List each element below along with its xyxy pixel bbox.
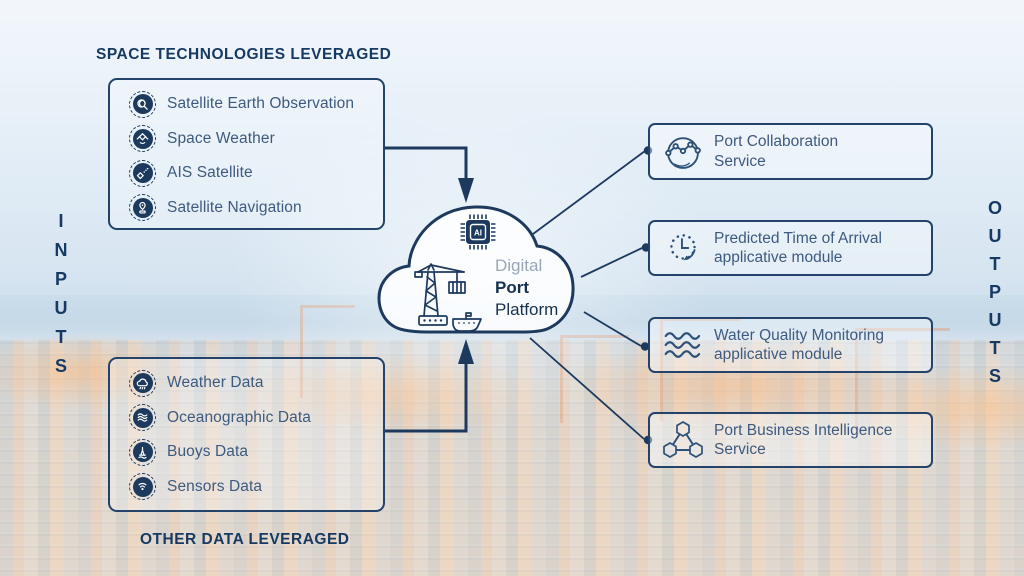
list-item-oceanographic-data: Oceanographic Data <box>110 401 383 436</box>
space-tech-heading: SPACE TECHNOLOGIES LEVERAGED <box>96 46 392 63</box>
list-item-label: Satellite Earth Observation <box>167 95 355 113</box>
ais-satellite-icon <box>129 159 156 187</box>
collaboration-globe-icon <box>660 131 706 173</box>
output-box-predicted-time-of-arrival: Predicted Time of Arrival applicative mo… <box>648 220 933 276</box>
list-item-label: Sensors Data <box>167 477 263 495</box>
output-box-port-collaboration: Port Collaboration Service <box>648 123 933 180</box>
list-item-sensors-data: Sensors Data <box>110 470 383 505</box>
outputs-label: OUTPUTS <box>985 198 1005 394</box>
other-data-panel: Weather Data Oceanographic Data Buoys Da… <box>108 357 385 512</box>
space-tech-panel: Satellite Earth Observation Space Weathe… <box>108 78 385 230</box>
linked-hexagons-icon <box>660 419 706 461</box>
cloud-shape <box>377 205 575 334</box>
sensor-icon <box>129 473 156 501</box>
list-item-label: Satellite Navigation <box>167 198 302 216</box>
digital-port-platform-cloud: AI Digital Port Platform <box>372 198 592 346</box>
oceanographic-icon <box>129 404 156 432</box>
list-item-label: Buoys Data <box>167 443 249 461</box>
clock-arrow-icon <box>660 227 706 269</box>
inputs-label: INPUTS <box>51 211 71 385</box>
list-item-weather-data: Weather Data <box>110 366 383 401</box>
output-label-line1: Water Quality Monitoring <box>714 326 884 344</box>
output-box-label: Water Quality Monitoring applicative mod… <box>714 326 884 365</box>
output-label-line2: applicative module <box>714 249 843 266</box>
output-label-line1: Port Collaboration <box>714 133 839 150</box>
platform-title-line1: Digital <box>495 256 543 275</box>
buoy-icon <box>129 438 156 466</box>
output-label-line2: Service <box>714 152 766 170</box>
list-item-satellite-earth-observation: Satellite Earth Observation <box>110 87 383 122</box>
output-box-label: Predicted Time of Arrival applicative mo… <box>714 229 882 268</box>
list-item-buoys-data: Buoys Data <box>110 435 383 470</box>
space-weather-icon <box>129 125 156 153</box>
satellite-navigation-icon <box>129 194 156 222</box>
platform-title-line2: Port <box>495 278 529 297</box>
list-item-satellite-navigation: Satellite Navigation <box>110 191 383 226</box>
list-item-space-weather: Space Weather <box>110 122 383 157</box>
water-waves-icon <box>660 325 706 365</box>
earth-observation-icon <box>129 90 156 118</box>
list-item-label: AIS Satellite <box>167 164 253 182</box>
output-box-port-business-intelligence: Port Business Intelligence Service <box>648 412 933 468</box>
list-item-label: Oceanographic Data <box>167 408 311 426</box>
output-label-line2: Service <box>714 441 766 458</box>
output-label-line1: Predicted Time of Arrival <box>714 229 882 247</box>
platform-title: Digital Port Platform <box>495 255 558 321</box>
list-item-label: Weather Data <box>167 374 264 392</box>
output-label-line1: Port Business Intelligence <box>714 421 893 439</box>
weather-icon <box>129 369 156 397</box>
list-item-ais-satellite: AIS Satellite <box>110 156 383 191</box>
ai-chip-icon: AI <box>460 214 496 250</box>
port-crane-ship-icon <box>414 263 482 332</box>
other-data-heading: OTHER DATA LEVERAGED <box>140 531 350 548</box>
list-item-label: Space Weather <box>167 129 275 147</box>
platform-title-line3: Platform <box>495 300 559 319</box>
output-box-water-quality-monitoring: Water Quality Monitoring applicative mod… <box>648 317 933 373</box>
output-box-label: Port Business Intelligence Service <box>714 421 892 460</box>
output-label-line2: applicative module <box>714 346 843 363</box>
output-box-label: Port Collaboration Service <box>714 132 838 171</box>
chip-label: AI <box>474 228 482 237</box>
